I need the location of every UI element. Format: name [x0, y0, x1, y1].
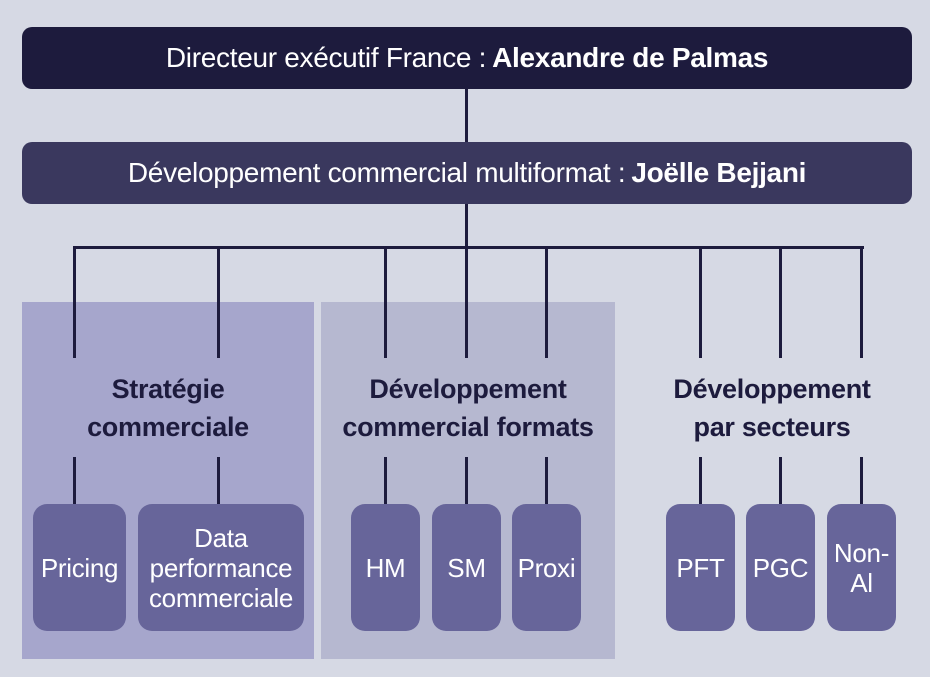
executive-director-bar: Directeur exécutif France : Alexandre de… [22, 27, 912, 89]
box-pft: PFT [666, 504, 735, 631]
box-data-performance: Data performance commerciale [138, 504, 304, 631]
connector-to-pft [699, 457, 702, 504]
executive-name: Alexandre de Palmas [492, 42, 769, 73]
connector-to-proxi [545, 457, 548, 504]
connector-drop-pgc [779, 246, 782, 358]
commercial-development-bar: Développement commercial multiformat : J… [22, 142, 912, 204]
commercial-head-role: Développement commercial multiformat : [127, 157, 626, 188]
connector-drop-data-performance [217, 246, 220, 358]
connector-drop-proxi [545, 246, 548, 358]
group-title-strategy: Stratégie commerciale [87, 374, 249, 442]
connector-drop-hm [384, 246, 387, 358]
connector-drop-pricing [73, 246, 76, 358]
executive-role: Directeur exécutif France : [165, 42, 487, 73]
connector-drop-sm [465, 246, 468, 358]
box-hm: HM [351, 504, 420, 631]
connector-head-down [465, 204, 468, 248]
commercial-head-name: Joëlle Bejjani [631, 157, 807, 188]
connector-drop-non-al [860, 246, 863, 358]
connector-to-sm [465, 457, 468, 504]
box-pricing: Pricing [33, 504, 126, 631]
box-sm: SM [432, 504, 501, 631]
group-title-formats: Développement commercial formats [342, 374, 594, 442]
connector-to-pricing [73, 457, 76, 504]
connector-to-non-al [860, 457, 863, 504]
connector-horizontal-bus [73, 246, 864, 249]
box-pgc: PGC [746, 504, 815, 631]
connector-to-data-performance [217, 457, 220, 504]
connector-exec-to-head [465, 89, 468, 142]
box-non-al: Non- Al [827, 504, 896, 631]
connector-to-hm [384, 457, 387, 504]
connector-to-pgc [779, 457, 782, 504]
box-proxi: Proxi [512, 504, 581, 631]
group-title-sectors: Développement par secteurs [673, 374, 871, 442]
connector-drop-pft [699, 246, 702, 358]
